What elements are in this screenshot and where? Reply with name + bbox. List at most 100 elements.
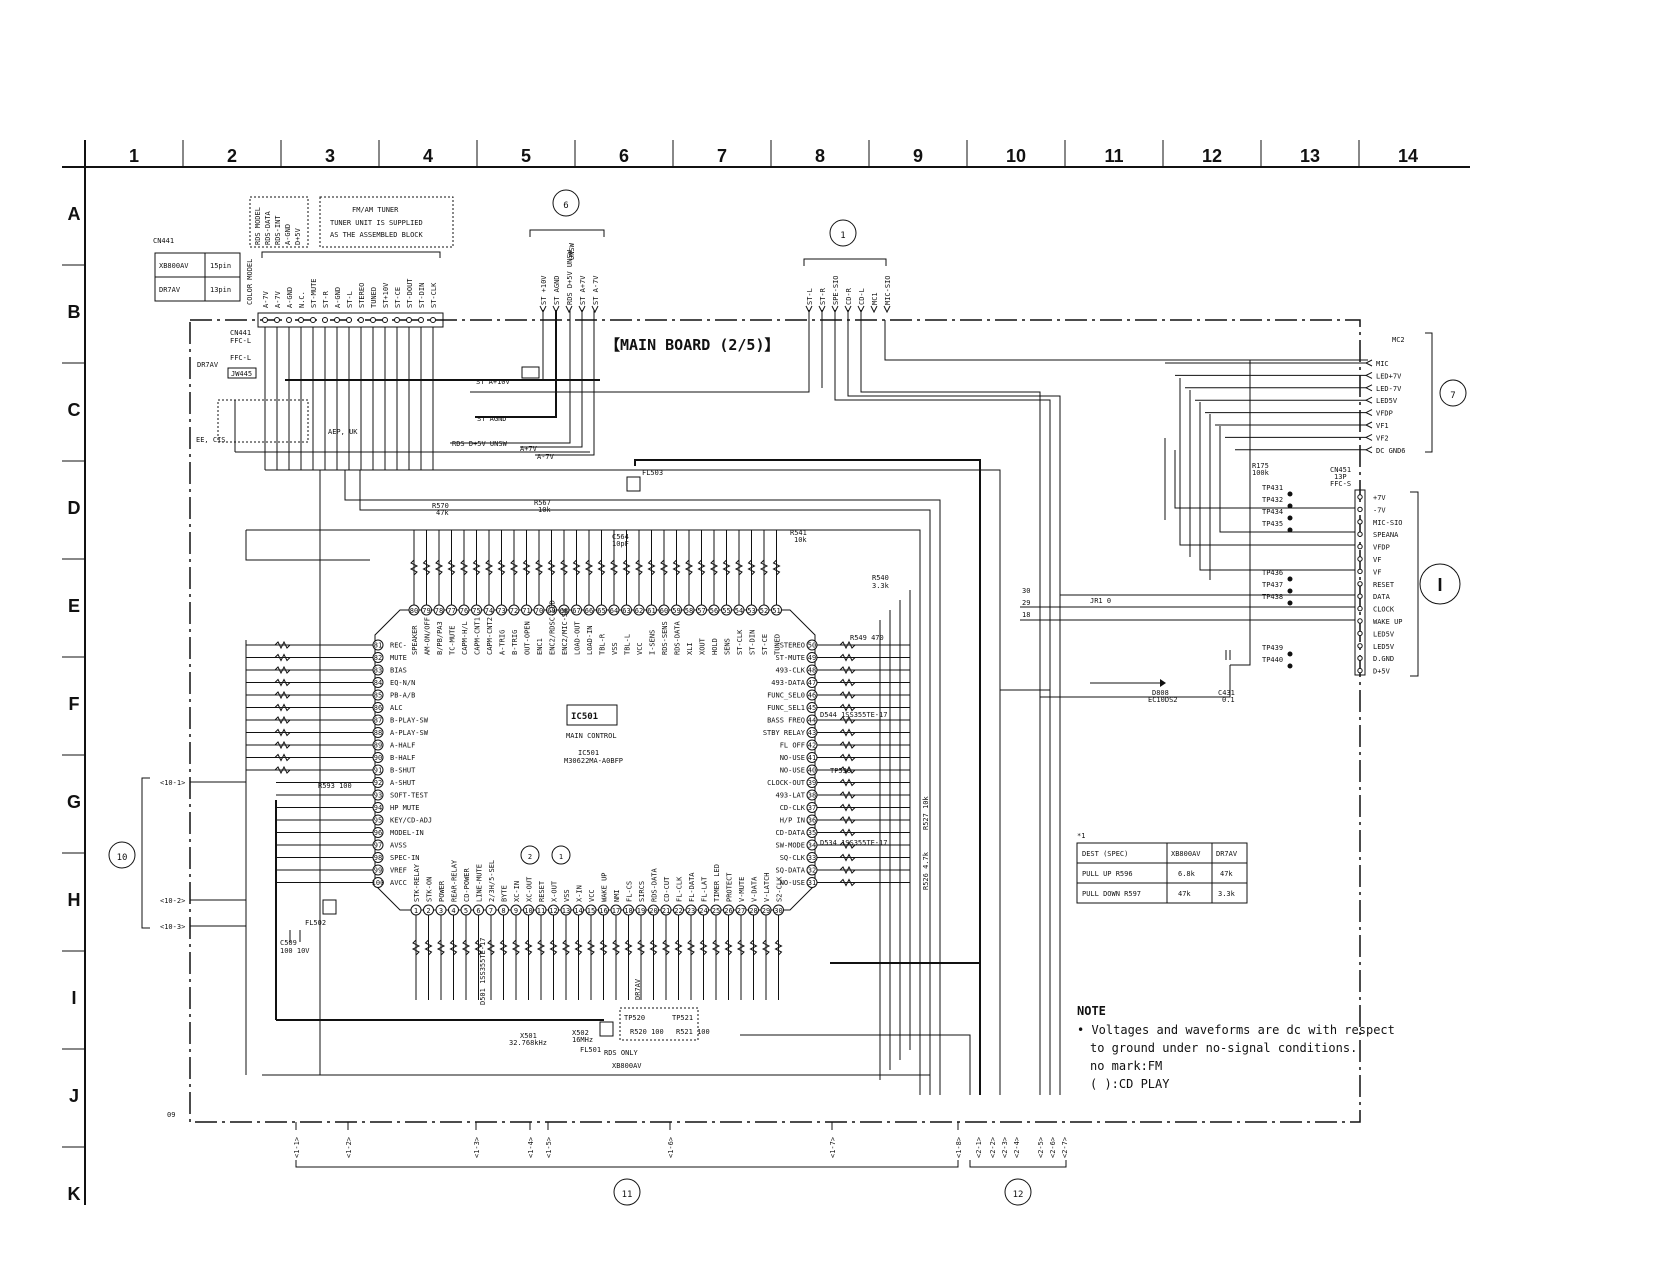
- ic-bottom-pin-num: 13: [562, 907, 570, 915]
- cn441-pin: [382, 317, 388, 323]
- ic-top-pin-name: CAPM-CNT2: [486, 617, 494, 655]
- cn451-testpoint-dot: [1287, 576, 1293, 582]
- svg-text:18: 18: [1022, 611, 1030, 619]
- svg-text:TP521: TP521: [672, 1014, 693, 1022]
- ic-bottom-pin-name: REAR-RELAY: [451, 859, 459, 902]
- top-resistor: [497, 559, 506, 576]
- ic-bottom-pin-name: VSS: [563, 889, 571, 902]
- bus11-label: <1-3>: [473, 1137, 481, 1158]
- svg-text:ST AGND: ST AGND: [477, 415, 507, 423]
- ic-bottom-pin-num: 17: [612, 907, 620, 915]
- right-signal-label: VFDP: [1376, 410, 1393, 418]
- ic-bottom-markers: 2 1: [520, 845, 571, 865]
- right-signal-label: LED+7V: [1376, 372, 1402, 380]
- cn451-pin: [1357, 568, 1363, 575]
- svg-text:A-GND: A-GND: [284, 224, 292, 245]
- cn441-pin: [418, 317, 424, 323]
- svg-text:10k: 10k: [794, 536, 807, 544]
- cn451-pin: [1357, 556, 1363, 562]
- cn451-testpoint: TP436: [1262, 569, 1283, 577]
- ic-right-pin-num: 34: [808, 842, 816, 850]
- ic-left-pin-name: B-PLAY-SW: [390, 717, 429, 725]
- ic-right-pin-name: CD-DATA: [775, 829, 805, 837]
- grid-col-label: 14: [1398, 146, 1418, 166]
- ic-top-pin-num: 74: [485, 607, 493, 615]
- top-resistor: [684, 559, 694, 576]
- cn451-pin: [1357, 543, 1363, 550]
- ic-top-pin-name: LOAD-OUT: [574, 620, 582, 655]
- grid-row-label: F: [69, 694, 80, 714]
- ic-right-pin-num: 38: [808, 792, 816, 800]
- cn451-pin-label: RESET: [1373, 581, 1395, 589]
- bottom-resistor: [686, 939, 696, 956]
- ic-top-pin-num: 75: [472, 607, 480, 615]
- cn441-pin-label: STEREO: [358, 283, 366, 308]
- right-signal-arrow: [1364, 384, 1373, 392]
- ic-right-pin-num: 39: [808, 779, 816, 787]
- ic-top-pin-num: 66: [585, 607, 593, 615]
- left-resistor: [274, 765, 291, 775]
- bottom-resistor: [761, 939, 771, 956]
- ic-left-pin-name: ALC: [390, 704, 403, 712]
- bottom-resistor: [599, 939, 608, 956]
- bus12-label: <2-5>: [1037, 1137, 1045, 1158]
- connector-I-label: I: [1410, 491, 1461, 677]
- right-resistor: [839, 640, 856, 650]
- ic-bottom-pin-num: 5: [464, 907, 468, 915]
- bus10-label: <10-2>: [160, 897, 185, 905]
- bottom-resistor: [574, 939, 583, 956]
- left-resistor: [274, 678, 291, 687]
- cn451-pin-label: VF: [1373, 556, 1381, 564]
- ic-bottom-pin-num: 22: [674, 907, 682, 915]
- cn451-pin: [1357, 519, 1363, 525]
- svg-text:RDS-DATA: RDS-DATA: [264, 210, 272, 245]
- svg-text:D534 1SS355TE-17: D534 1SS355TE-17: [820, 839, 887, 847]
- bus6-signal-label: ST A+7V: [579, 275, 587, 305]
- svg-text:PULL UP R596: PULL UP R596: [1082, 870, 1133, 878]
- ic-bottom-pin-num: 11: [537, 907, 545, 915]
- bus1-signal-label: MIC-SIO: [884, 275, 892, 305]
- ic-bottom-pin-name: SIRCS: [638, 881, 646, 902]
- ic-bottom-pin-name: 2/3H/5-SEL: [488, 860, 496, 902]
- cn441-pin-label: TUNED: [370, 287, 378, 308]
- ic-right-pin-num: 47: [808, 679, 816, 687]
- right-resistor: [839, 653, 856, 662]
- svg-text:TP538: TP538: [830, 767, 851, 775]
- top-resistor: [522, 559, 531, 576]
- ic-left-pin-num: 90: [374, 754, 382, 762]
- svg-text:IC501: IC501: [578, 749, 599, 757]
- grid-col-label: 7: [717, 146, 727, 166]
- ic-right-pin-name: SQ-DATA: [775, 867, 805, 875]
- svg-text:PULL DOWN R597: PULL DOWN R597: [1082, 890, 1141, 898]
- right-resistor-array: [839, 640, 856, 887]
- ic-top-pin-num: 52: [760, 607, 768, 615]
- ic-right-pin-num: 49: [808, 654, 816, 662]
- cn451-testpoint-dot: [1287, 527, 1293, 533]
- ic-left-pin-name: SPEC-IN: [390, 854, 420, 862]
- svg-text:10pF: 10pF: [612, 540, 629, 548]
- corner-label: 09: [167, 1111, 175, 1119]
- cn451-pin-label: SPEANA: [1373, 531, 1399, 539]
- svg-text:IC501: IC501: [571, 712, 598, 722]
- grid-col-label: 1: [129, 146, 139, 166]
- svg-text:CN451: CN451: [1330, 466, 1351, 474]
- ic-right-pin-name: 493-LAT: [775, 792, 805, 800]
- svg-text:DR7AV: DR7AV: [197, 361, 219, 369]
- cn441-pin-label: A-7V: [262, 290, 270, 308]
- ic-bottom-pin-name: BYTE: [501, 885, 509, 902]
- bus6-signal-label: RDS D+5V UNSW: [566, 249, 574, 305]
- bus11-label: <1-1>: [293, 1137, 301, 1158]
- bottom-resistor: [486, 939, 496, 956]
- svg-text:15pin: 15pin: [210, 262, 231, 270]
- ic-top-pin-num: 64: [610, 607, 618, 615]
- ic-top-pin-num: 54: [735, 607, 743, 615]
- ic-bottom-pin-name: RDS-DATA: [651, 867, 659, 902]
- board-title: 【MAIN BOARD (2/5)】: [605, 336, 780, 354]
- svg-text:RDS-INT: RDS-INT: [274, 215, 282, 245]
- cn441-pin-label: ST-MUTE: [310, 278, 318, 308]
- svg-text:3.3k: 3.3k: [1218, 890, 1236, 898]
- grid-row-label: A: [68, 204, 81, 224]
- svg-text:• Voltages and waveforms are d: • Voltages and waveforms are dc with res…: [1077, 1023, 1395, 1037]
